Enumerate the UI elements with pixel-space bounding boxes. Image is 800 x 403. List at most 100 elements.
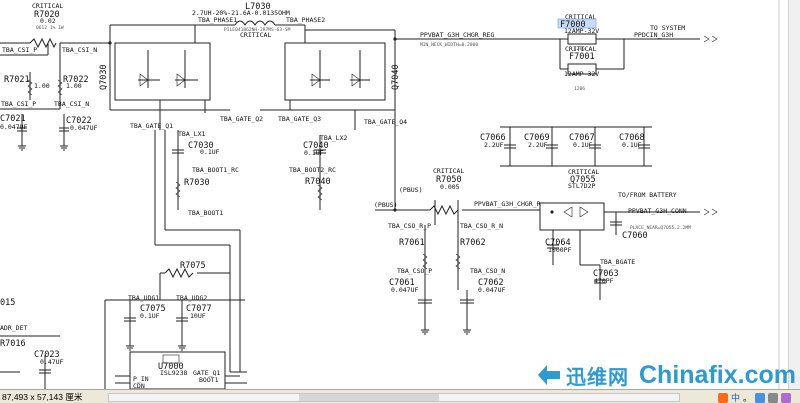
net-ppvbat-reg-constraint: MIN_NECK_WIDTH=0.2000: [420, 42, 478, 48]
f7001-ref: F7001: [569, 52, 595, 62]
r7020-value: 0.02: [40, 17, 56, 25]
r7062-ref: R7062: [460, 238, 486, 248]
net-pbus-2: (PBUS): [374, 201, 397, 209]
net-tba-lx1: TBA_LX1: [178, 130, 205, 138]
r7050-critical: CRITICAL: [433, 167, 464, 175]
net-tba-csi-p-top: TBA_CSI_P: [2, 46, 37, 54]
c7060-ref: C7060: [622, 231, 648, 241]
c7077-value: 10UF: [190, 312, 206, 320]
c7063-ref: C7063: [593, 269, 619, 279]
net-tba-lx2: TBA_LX2: [320, 134, 347, 142]
horizontal-scrollbar[interactable]: [108, 393, 680, 402]
watermark-cn-text: 迅维网: [566, 364, 629, 389]
c7040-ref: C7040: [303, 141, 329, 151]
ime-punct[interactable]: 。: [743, 394, 753, 403]
c7064-ref: C7064: [545, 238, 571, 248]
r7050-ref: R7050: [436, 175, 462, 185]
net-tba-phase2: TBA_PHASE2: [286, 16, 325, 24]
label-to-from-battery: TO/FROM BATTERY: [618, 191, 677, 199]
sougou-s-icon[interactable]: [718, 392, 728, 403]
horizontal-scroll-thumb[interactable]: [299, 394, 439, 401]
net-tba-cso-r-p: TBA_CSO_R_P: [388, 222, 431, 230]
u7000-pin-boot1: BOOT1: [199, 376, 219, 384]
vertical-scrollbar[interactable]: [788, 0, 800, 389]
r7022-ref: R7022: [63, 75, 89, 85]
net-tba-cso-r-n: TBA_CSO_R_N: [460, 222, 503, 230]
label-to-system: TO SYSTEM: [650, 24, 685, 32]
c7062-value: 0.047UF: [478, 286, 505, 294]
u7000-pin-p-in: P_IN: [133, 375, 149, 383]
watermark-logo-icon: [538, 365, 560, 385]
c7068-value: 0.1UF: [622, 141, 642, 149]
c7021-value: 0.047UF: [0, 123, 27, 131]
c7077-ref: C7077: [186, 304, 212, 314]
c7062-ref: C7062: [478, 278, 504, 288]
f7001-package: 1206: [574, 86, 585, 92]
q7040-ref: Q7040: [391, 64, 401, 90]
f7000-ref: F7000: [560, 20, 586, 30]
c7023-value: 0.47UF: [40, 358, 64, 366]
q7055-critical: CRITICAL: [568, 168, 599, 176]
u7000-pin-cdn: CDN: [133, 382, 145, 390]
ime-tray[interactable]: 中 。: [718, 391, 792, 403]
c7030-ref: C7030: [188, 141, 214, 151]
r7075-ref: R7075: [180, 261, 206, 271]
tray-settings-icon[interactable]: [781, 392, 792, 403]
net-tba-gate-q3: TBA_GATE_Q3: [278, 115, 321, 123]
f7000-package: 1206: [574, 46, 585, 52]
net-ppdcin-g3h: PPDCIN_G3H: [634, 31, 673, 39]
f7000-critical: CRITICAL: [565, 13, 596, 21]
left-015: 015: [0, 298, 15, 308]
tray-mic-icon[interactable]: [755, 392, 766, 403]
c7066-ref: C7066: [480, 133, 506, 143]
c7022-ref: C7022: [66, 116, 92, 126]
r7030-ref: R7030: [184, 178, 210, 188]
c7064-value: 1000PF: [548, 246, 572, 254]
left-adr-det: ADR_DET: [0, 324, 27, 332]
c7030-value: 0.1UF: [200, 148, 220, 156]
f7001-critical: CRITICAL: [565, 45, 596, 53]
l7030-value: 2.7UH-20%-21.6A-0.0135OHM: [192, 9, 290, 17]
c7061-value: 0.047UF: [391, 286, 418, 294]
ime-mode[interactable]: 中: [731, 394, 741, 403]
c7075-ref: C7075: [140, 304, 166, 314]
net-tba-gate-q4: TBA_GATE_Q4: [364, 118, 407, 126]
net-tba-boot1-rc: TBA_BOOT1_RC: [192, 166, 239, 174]
net-tba-cso-n: TBA_CSO_N: [470, 267, 505, 275]
c7022-value: 0.047UF: [70, 124, 97, 132]
l7030-critical: CRITICAL: [240, 31, 271, 39]
f7001-rating: 12AMP-32V: [564, 70, 599, 78]
c7068-ref: C7068: [619, 133, 645, 143]
net-tba-csi-n-top: TBA_CSI_N: [62, 46, 97, 54]
c7040-value: 0.1UF: [304, 149, 324, 157]
net-pbus: (PBUS): [399, 186, 422, 194]
label-place-near: PLACE_NEAR=Q7055.2.2MM: [630, 225, 691, 231]
net-tba-gate-q1: TBA_GATE_Q1: [130, 122, 173, 130]
cursor-coordinates: 87,493 x 57,143 厘米: [2, 392, 83, 402]
r7040-ref: R7040: [305, 177, 331, 187]
u7000-part: ISL9238: [160, 369, 187, 377]
net-tba-gate-q2: TBA_GATE_Q2: [220, 115, 263, 123]
l7030-part: PILE041B62NH-2R7MS-63-SM: [224, 27, 291, 33]
c7075-value: 0.1UF: [140, 312, 160, 320]
net-ppvbat-g3h-chgr-reg: PPVBAT_G3H_CHGR_REG: [420, 31, 494, 39]
c7069-value: 2.2UF: [528, 141, 548, 149]
r7016-ref: R7016: [0, 339, 26, 349]
q7030-ref: Q7030: [99, 64, 109, 90]
c7067-ref: C7067: [569, 133, 595, 143]
net-tba-cso-p: TBA_CSO_P: [397, 267, 432, 275]
c7067-value: 0.1UF: [573, 141, 593, 149]
watermark: 迅维网 Chinafix.com: [535, 360, 796, 390]
c7061-ref: C7061: [389, 278, 415, 288]
net-tba-udg2: TBA_UDG2: [176, 294, 207, 302]
tray-keyboard-icon[interactable]: [768, 392, 779, 403]
net-tba-boot1: TBA_BOOT1: [188, 209, 223, 217]
q7055-part: STL7D2P: [568, 182, 595, 190]
net-ppvbat-g3h-conn: PPVBAT_G3H_CONN: [628, 207, 687, 215]
l7030-ref: L7030: [245, 2, 271, 12]
net-tba-udg1: TBA_UDG1: [128, 294, 159, 302]
watermark-en-text: Chinafix.com: [639, 360, 796, 389]
r7020-ref: R7020: [34, 10, 60, 20]
